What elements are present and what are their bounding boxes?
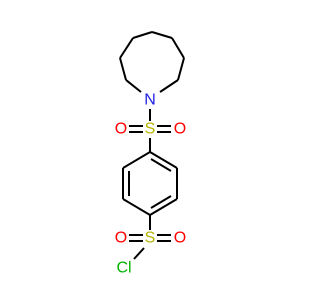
atom-chlorine: Cl (116, 260, 131, 277)
atom-sulfur-bottom: S (145, 230, 156, 247)
atom-oxygen-bottom-left: O (115, 230, 127, 247)
molecule-diagram: N S O O S O O Cl (115, 31, 186, 277)
atom-sulfur-top: S (145, 121, 156, 138)
ring-bond-c4-c5 (151, 31, 173, 39)
ar-bond-4-5 (122, 198, 151, 216)
atom-oxygen-top-left: O (115, 121, 127, 138)
ring-bond-c1-c2 (119, 57, 127, 81)
ring-bond-c7-n (159, 79, 179, 93)
ar-bond-1-2 (149, 151, 178, 169)
ring-bond-c3-c4 (132, 31, 153, 39)
atom-oxygen-bottom-right: O (174, 230, 186, 247)
ar-bond-3-4 (149, 198, 178, 216)
bond-s-cl (133, 247, 145, 260)
atom-oxygen-top-right: O (174, 121, 186, 138)
ring-bond-n-c1 (125, 79, 142, 93)
ring-bond-c2-c3 (119, 37, 134, 59)
atom-nitrogen: N (144, 92, 156, 109)
ar-double-inner-1 (150, 158, 172, 172)
ring-bond-c5-c6 (171, 37, 185, 59)
bonds (119, 31, 185, 260)
atom-labels: N S O O S O O Cl (115, 92, 186, 277)
ar-double-inner-2 (150, 195, 172, 209)
ring-bond-c6-c7 (177, 57, 185, 81)
ar-bond-6-1 (122, 151, 151, 169)
